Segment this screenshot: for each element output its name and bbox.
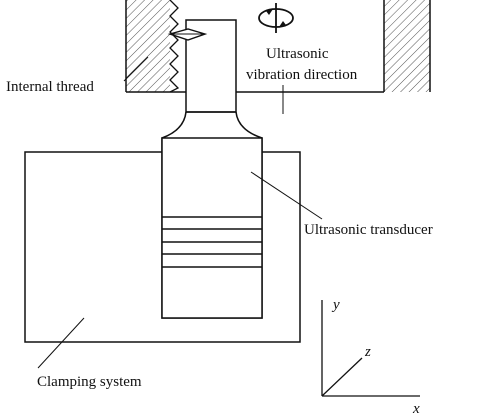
right-housing (236, 0, 431, 93)
rotation-direction-icon (258, 3, 294, 33)
left-housing (125, 0, 186, 93)
leader-internal-thread (123, 56, 149, 82)
label-ultrasonic-transducer: Ultrasonic transducer (304, 222, 433, 238)
label-vibration-line2: vibration direction (246, 67, 358, 83)
label-vibration-line1: Ultrasonic (266, 46, 329, 62)
ultrasonic-transducer (161, 137, 263, 319)
coordinate-axes: y z x (321, 297, 420, 417)
leader-transducer (250, 171, 323, 220)
label-clamping-system: Clamping system (37, 374, 142, 390)
axis-label-z: z (364, 344, 371, 360)
axis-label-x: x (412, 401, 420, 417)
internal-thread-zigzag (169, 0, 180, 93)
leader-clamping-system (37, 317, 85, 369)
z-axis (321, 357, 363, 397)
cutting-tool-icon (167, 28, 208, 41)
label-internal-thread: Internal thread (6, 79, 94, 95)
tool-shank (185, 19, 237, 113)
axis-label-y: y (331, 297, 340, 313)
